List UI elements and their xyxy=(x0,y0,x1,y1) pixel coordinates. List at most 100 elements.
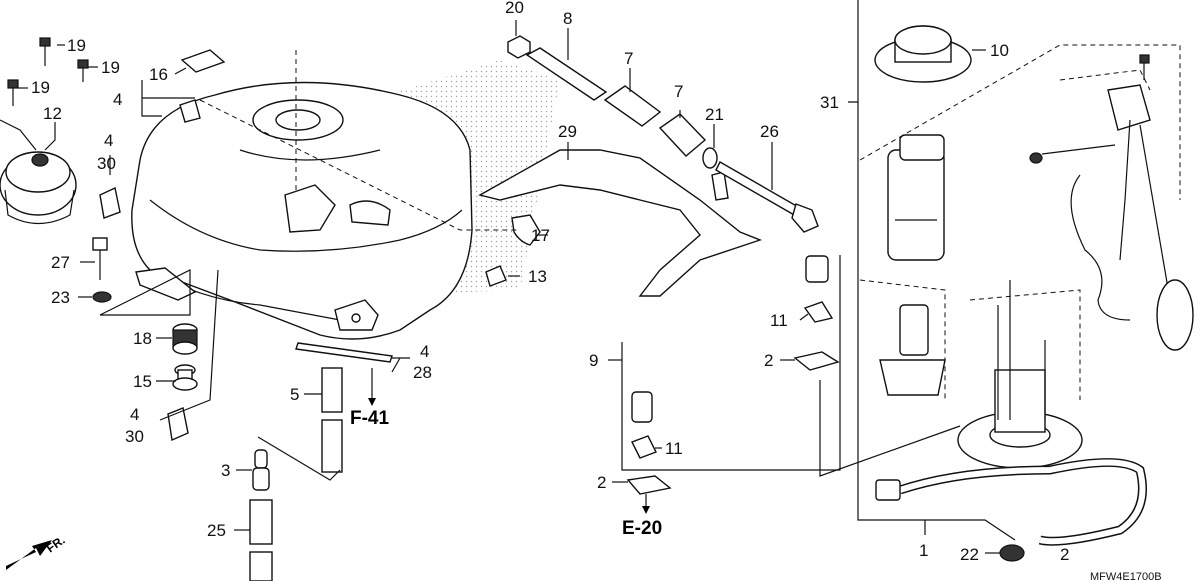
label-27: 27 xyxy=(51,253,70,272)
clip-11-b xyxy=(631,435,657,459)
label-19-a: 19 xyxy=(67,36,86,55)
bolt-26 xyxy=(715,161,819,233)
label-4-d: 4 xyxy=(420,342,429,361)
sender-bolt xyxy=(1139,54,1150,80)
label-11-b: 11 xyxy=(665,439,683,458)
cushion-30-a xyxy=(99,186,121,219)
retainer-10 xyxy=(874,25,972,83)
label-5: 5 xyxy=(290,385,299,404)
label-31: 31 xyxy=(820,93,839,112)
joint-3 xyxy=(252,449,270,491)
label-8: 8 xyxy=(563,9,572,28)
mount-bracket-front xyxy=(135,267,197,301)
washer-23 xyxy=(92,291,112,303)
bracket-2-b xyxy=(626,475,672,495)
nut-22 xyxy=(999,544,1025,562)
label-19-c: 19 xyxy=(31,78,50,97)
fuel-tank xyxy=(131,60,560,340)
pump-base-plate xyxy=(957,280,1083,469)
filler-cap-key xyxy=(31,153,49,167)
ref-f41: F-41 xyxy=(350,408,390,429)
label-25: 25 xyxy=(207,521,226,540)
label-15: 15 xyxy=(133,372,152,391)
filler-cap-skirt xyxy=(4,189,75,224)
ref-e20: E-20 xyxy=(622,518,662,539)
label-29: 29 xyxy=(558,122,577,141)
pump-strainer xyxy=(879,304,946,396)
label-11-a: 11 xyxy=(770,311,788,330)
cushion-30-b xyxy=(167,407,189,442)
label-28: 28 xyxy=(413,363,432,382)
label-22: 22 xyxy=(960,545,979,564)
drain-bracket xyxy=(349,200,391,226)
filler-cap-top xyxy=(5,151,71,193)
front-marker: FR. xyxy=(44,533,68,556)
label-9: 9 xyxy=(589,351,598,370)
fuel-hose-9 xyxy=(631,255,829,423)
gasket-16 xyxy=(180,49,226,73)
drain-hose-25 xyxy=(249,499,273,581)
leader-lines xyxy=(18,0,1116,554)
dashed-guides xyxy=(199,44,1181,400)
part-labels: 19 19 19 16 4 12 4 30 27 23 18 15 4 30 5… xyxy=(31,0,1069,564)
label-19-b: 19 xyxy=(101,58,120,77)
label-2-b: 2 xyxy=(597,473,606,492)
cushion-13 xyxy=(485,265,507,287)
filler-cap-assembly xyxy=(0,119,77,224)
label-4-b: 4 xyxy=(104,131,113,150)
label-7-b: 7 xyxy=(674,82,683,101)
label-30-a: 30 xyxy=(97,154,116,173)
bracket-2-a xyxy=(793,351,840,371)
mount-hole xyxy=(351,313,361,323)
bolt-19-a xyxy=(39,37,51,66)
bracket-29 xyxy=(478,149,763,297)
tank-boss xyxy=(179,99,201,123)
clip-11-a xyxy=(803,301,834,323)
tube-8 xyxy=(525,47,608,101)
seal-strip-28 xyxy=(295,342,393,363)
bolt-19-c xyxy=(7,79,19,106)
ref-arrow-f41-head xyxy=(368,398,376,406)
label-2-c: 2 xyxy=(1060,545,1069,564)
tank-top-ridge xyxy=(239,149,381,161)
breather-hose-5 xyxy=(321,367,343,473)
diagram-code: MFW4E1700B xyxy=(1090,571,1162,581)
bolt-19-b xyxy=(77,59,89,82)
label-4-a: 4 xyxy=(113,90,122,109)
label-7-a: 7 xyxy=(624,49,633,68)
filter-7-a xyxy=(603,85,662,127)
pump-opening xyxy=(284,184,336,233)
nut-20 xyxy=(507,35,531,59)
grommet-18 xyxy=(172,323,198,355)
label-16: 16 xyxy=(149,65,168,84)
key-chain xyxy=(0,119,37,151)
pump-wiring-hose xyxy=(875,458,1147,546)
front-arrow-icon: FR. xyxy=(6,533,68,570)
label-10: 10 xyxy=(990,41,1009,60)
clip-17 xyxy=(511,214,541,246)
washer-21 xyxy=(702,147,718,169)
ref-arrow-e20-head xyxy=(642,506,650,514)
pump-motor xyxy=(887,134,945,261)
small-screw xyxy=(1029,152,1043,164)
label-26: 26 xyxy=(760,122,779,141)
bolt-27 xyxy=(92,237,108,280)
label-20: 20 xyxy=(505,0,524,17)
label-17: 17 xyxy=(531,226,550,245)
label-3: 3 xyxy=(221,461,230,480)
fuel-level-sender xyxy=(1070,84,1194,351)
label-23: 23 xyxy=(51,288,70,307)
filler-neck-inner xyxy=(275,109,321,131)
collar-15 xyxy=(172,364,198,391)
tank-side-contour xyxy=(149,199,463,252)
label-4-c: 4 xyxy=(130,405,139,424)
label-13: 13 xyxy=(528,267,547,286)
label-30-b: 30 xyxy=(125,427,144,446)
label-18: 18 xyxy=(133,329,152,348)
filter-7-b xyxy=(658,113,707,157)
label-1: 1 xyxy=(919,541,928,560)
label-12: 12 xyxy=(43,104,62,123)
label-21: 21 xyxy=(705,105,724,124)
label-2-a: 2 xyxy=(764,351,773,370)
